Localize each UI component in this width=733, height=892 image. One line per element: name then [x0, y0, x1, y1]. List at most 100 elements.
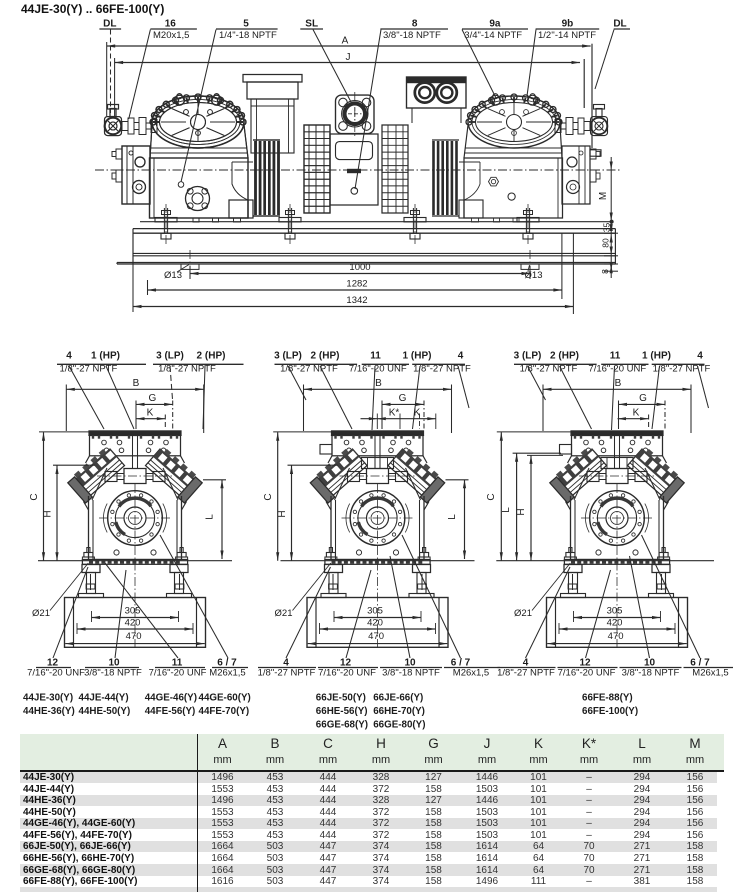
svg-text:8: 8 — [600, 269, 610, 274]
svg-text:11: 11 — [172, 657, 183, 668]
svg-text:66JE-66(Y): 66JE-66(Y) — [373, 693, 423, 704]
svg-text:66HE-70(Y): 66HE-70(Y) — [373, 706, 425, 717]
svg-text:B: B — [133, 378, 140, 389]
svg-text:L: L — [501, 507, 512, 513]
svg-text:M26x1,5: M26x1,5 — [453, 667, 489, 678]
svg-text:1/8"-27 NPTF: 1/8"-27 NPTF — [497, 667, 555, 678]
svg-text:1/8"-27 NPTF: 1/8"-27 NPTF — [158, 363, 216, 374]
svg-text:K: K — [633, 408, 640, 419]
svg-text:44GE-46(Y): 44GE-46(Y) — [145, 693, 197, 704]
svg-text:8: 8 — [412, 19, 418, 30]
svg-text:1 (HP): 1 (HP) — [403, 351, 432, 362]
svg-text:6 / 7: 6 / 7 — [451, 657, 471, 668]
svg-text:44FE-56(Y): 44FE-56(Y) — [145, 706, 196, 717]
svg-text:H: H — [516, 508, 527, 515]
svg-text:L: L — [205, 514, 216, 520]
svg-text:K: K — [414, 408, 421, 419]
svg-text:3 (LP): 3 (LP) — [156, 351, 184, 362]
svg-text:7/16"-20 UNF: 7/16"-20 UNF — [349, 363, 407, 374]
svg-text:G: G — [399, 393, 407, 404]
svg-text:Ø13: Ø13 — [164, 270, 182, 281]
svg-text:44FE-70(Y): 44FE-70(Y) — [199, 706, 250, 717]
svg-text:B: B — [375, 378, 382, 389]
svg-text:G: G — [639, 393, 647, 404]
svg-text:44GE-60(Y): 44GE-60(Y) — [199, 693, 251, 704]
svg-text:11: 11 — [610, 351, 621, 362]
svg-text:1 (HP): 1 (HP) — [91, 351, 120, 362]
svg-text:7/16"-20 UNF: 7/16"-20 UNF — [318, 667, 376, 678]
svg-text:16: 16 — [165, 19, 177, 30]
svg-text:12: 12 — [340, 657, 352, 668]
svg-text:2 (HP): 2 (HP) — [550, 351, 579, 362]
svg-text:66HE-56(Y): 66HE-56(Y) — [316, 706, 368, 717]
svg-text:1/8"-27 NPTF: 1/8"-27 NPTF — [280, 363, 338, 374]
svg-text:35: 35 — [602, 223, 612, 233]
svg-text:Ø21: Ø21 — [514, 608, 532, 619]
svg-text:1 (HP): 1 (HP) — [642, 351, 671, 362]
svg-text:12: 12 — [47, 657, 59, 668]
svg-text:1/8"-27 NPTF: 1/8"-27 NPTF — [520, 363, 578, 374]
svg-text:7/16"-20 UNF: 7/16"-20 UNF — [27, 667, 85, 678]
svg-text:1/2''-14 NPTF: 1/2''-14 NPTF — [538, 30, 596, 41]
svg-text:3/4"-14 NPTF: 3/4"-14 NPTF — [464, 30, 522, 41]
svg-text:A: A — [342, 36, 349, 47]
svg-text:1282: 1282 — [346, 279, 367, 290]
svg-text:3/8"-18 NPTF: 3/8"-18 NPTF — [622, 667, 680, 678]
svg-text:10: 10 — [404, 657, 416, 668]
svg-text:1000: 1000 — [349, 262, 370, 273]
svg-text:3 (LP): 3 (LP) — [514, 351, 542, 362]
svg-text:Ø21: Ø21 — [32, 608, 50, 619]
svg-text:11: 11 — [370, 351, 381, 362]
svg-text:9b: 9b — [562, 19, 574, 30]
svg-text:1/8"-27 NPTF: 1/8"-27 NPTF — [258, 667, 316, 678]
svg-text:44JE-44(Y): 44JE-44(Y) — [79, 693, 129, 704]
svg-text:3/8"-18 NPTF: 3/8"-18 NPTF — [382, 667, 440, 678]
svg-text:H: H — [43, 510, 54, 517]
svg-text:7/16"-20 UNF: 7/16"-20 UNF — [149, 667, 207, 678]
svg-text:K: K — [147, 408, 154, 419]
svg-text:10: 10 — [644, 657, 656, 668]
svg-text:7/16"-20 UNF: 7/16"-20 UNF — [588, 363, 646, 374]
svg-text:J: J — [346, 52, 351, 63]
svg-text:1342: 1342 — [346, 295, 367, 306]
svg-text:DL: DL — [103, 19, 116, 30]
svg-text:G: G — [149, 393, 157, 404]
svg-text:5: 5 — [243, 19, 249, 30]
svg-text:3 (LP): 3 (LP) — [274, 351, 302, 362]
svg-text:3/8"-18 NPTF: 3/8"-18 NPTF — [84, 667, 142, 678]
svg-text:2 (HP): 2 (HP) — [197, 351, 226, 362]
svg-text:M: M — [598, 192, 609, 200]
svg-text:M26x1,5: M26x1,5 — [692, 667, 728, 678]
svg-text:7/16"-20 UNF: 7/16"-20 UNF — [558, 667, 616, 678]
svg-text:1/8"-27 NPTF: 1/8"-27 NPTF — [653, 363, 711, 374]
svg-text:Ø13: Ø13 — [525, 270, 543, 281]
svg-text:2 (HP): 2 (HP) — [311, 351, 340, 362]
svg-text:4: 4 — [458, 351, 464, 362]
svg-text:66FE-88(Y): 66FE-88(Y) — [582, 693, 633, 704]
svg-text:10: 10 — [108, 657, 120, 668]
svg-text:M26x1,5: M26x1,5 — [209, 667, 245, 678]
svg-text:9a: 9a — [489, 19, 501, 30]
svg-text:B: B — [615, 378, 622, 389]
svg-text:4: 4 — [66, 351, 72, 362]
svg-text:DL: DL — [613, 19, 626, 30]
svg-text:1/8"-27 NPTF: 1/8"-27 NPTF — [413, 363, 471, 374]
svg-text:80: 80 — [601, 238, 611, 248]
svg-text:L: L — [447, 514, 458, 520]
svg-text:4: 4 — [697, 351, 703, 362]
svg-text:4: 4 — [523, 657, 529, 668]
svg-text:3/8"-18 NPTF: 3/8"-18 NPTF — [383, 30, 441, 41]
svg-text:44JE-30(Y): 44JE-30(Y) — [23, 693, 73, 704]
svg-text:6 / 7: 6 / 7 — [217, 657, 237, 668]
svg-text:4: 4 — [283, 657, 289, 668]
svg-text:C: C — [486, 493, 497, 500]
svg-text:12: 12 — [579, 657, 591, 668]
svg-text:44HE-50(Y): 44HE-50(Y) — [79, 706, 131, 717]
svg-text:C: C — [263, 493, 274, 500]
svg-text:C: C — [29, 493, 40, 500]
svg-text:SL: SL — [305, 19, 318, 30]
svg-text:1/4"-18 NPTF: 1/4"-18 NPTF — [219, 30, 277, 41]
svg-text:Ø21: Ø21 — [275, 608, 293, 619]
svg-text:66GE-68(Y): 66GE-68(Y) — [316, 720, 368, 731]
svg-text:K*: K* — [389, 408, 400, 419]
